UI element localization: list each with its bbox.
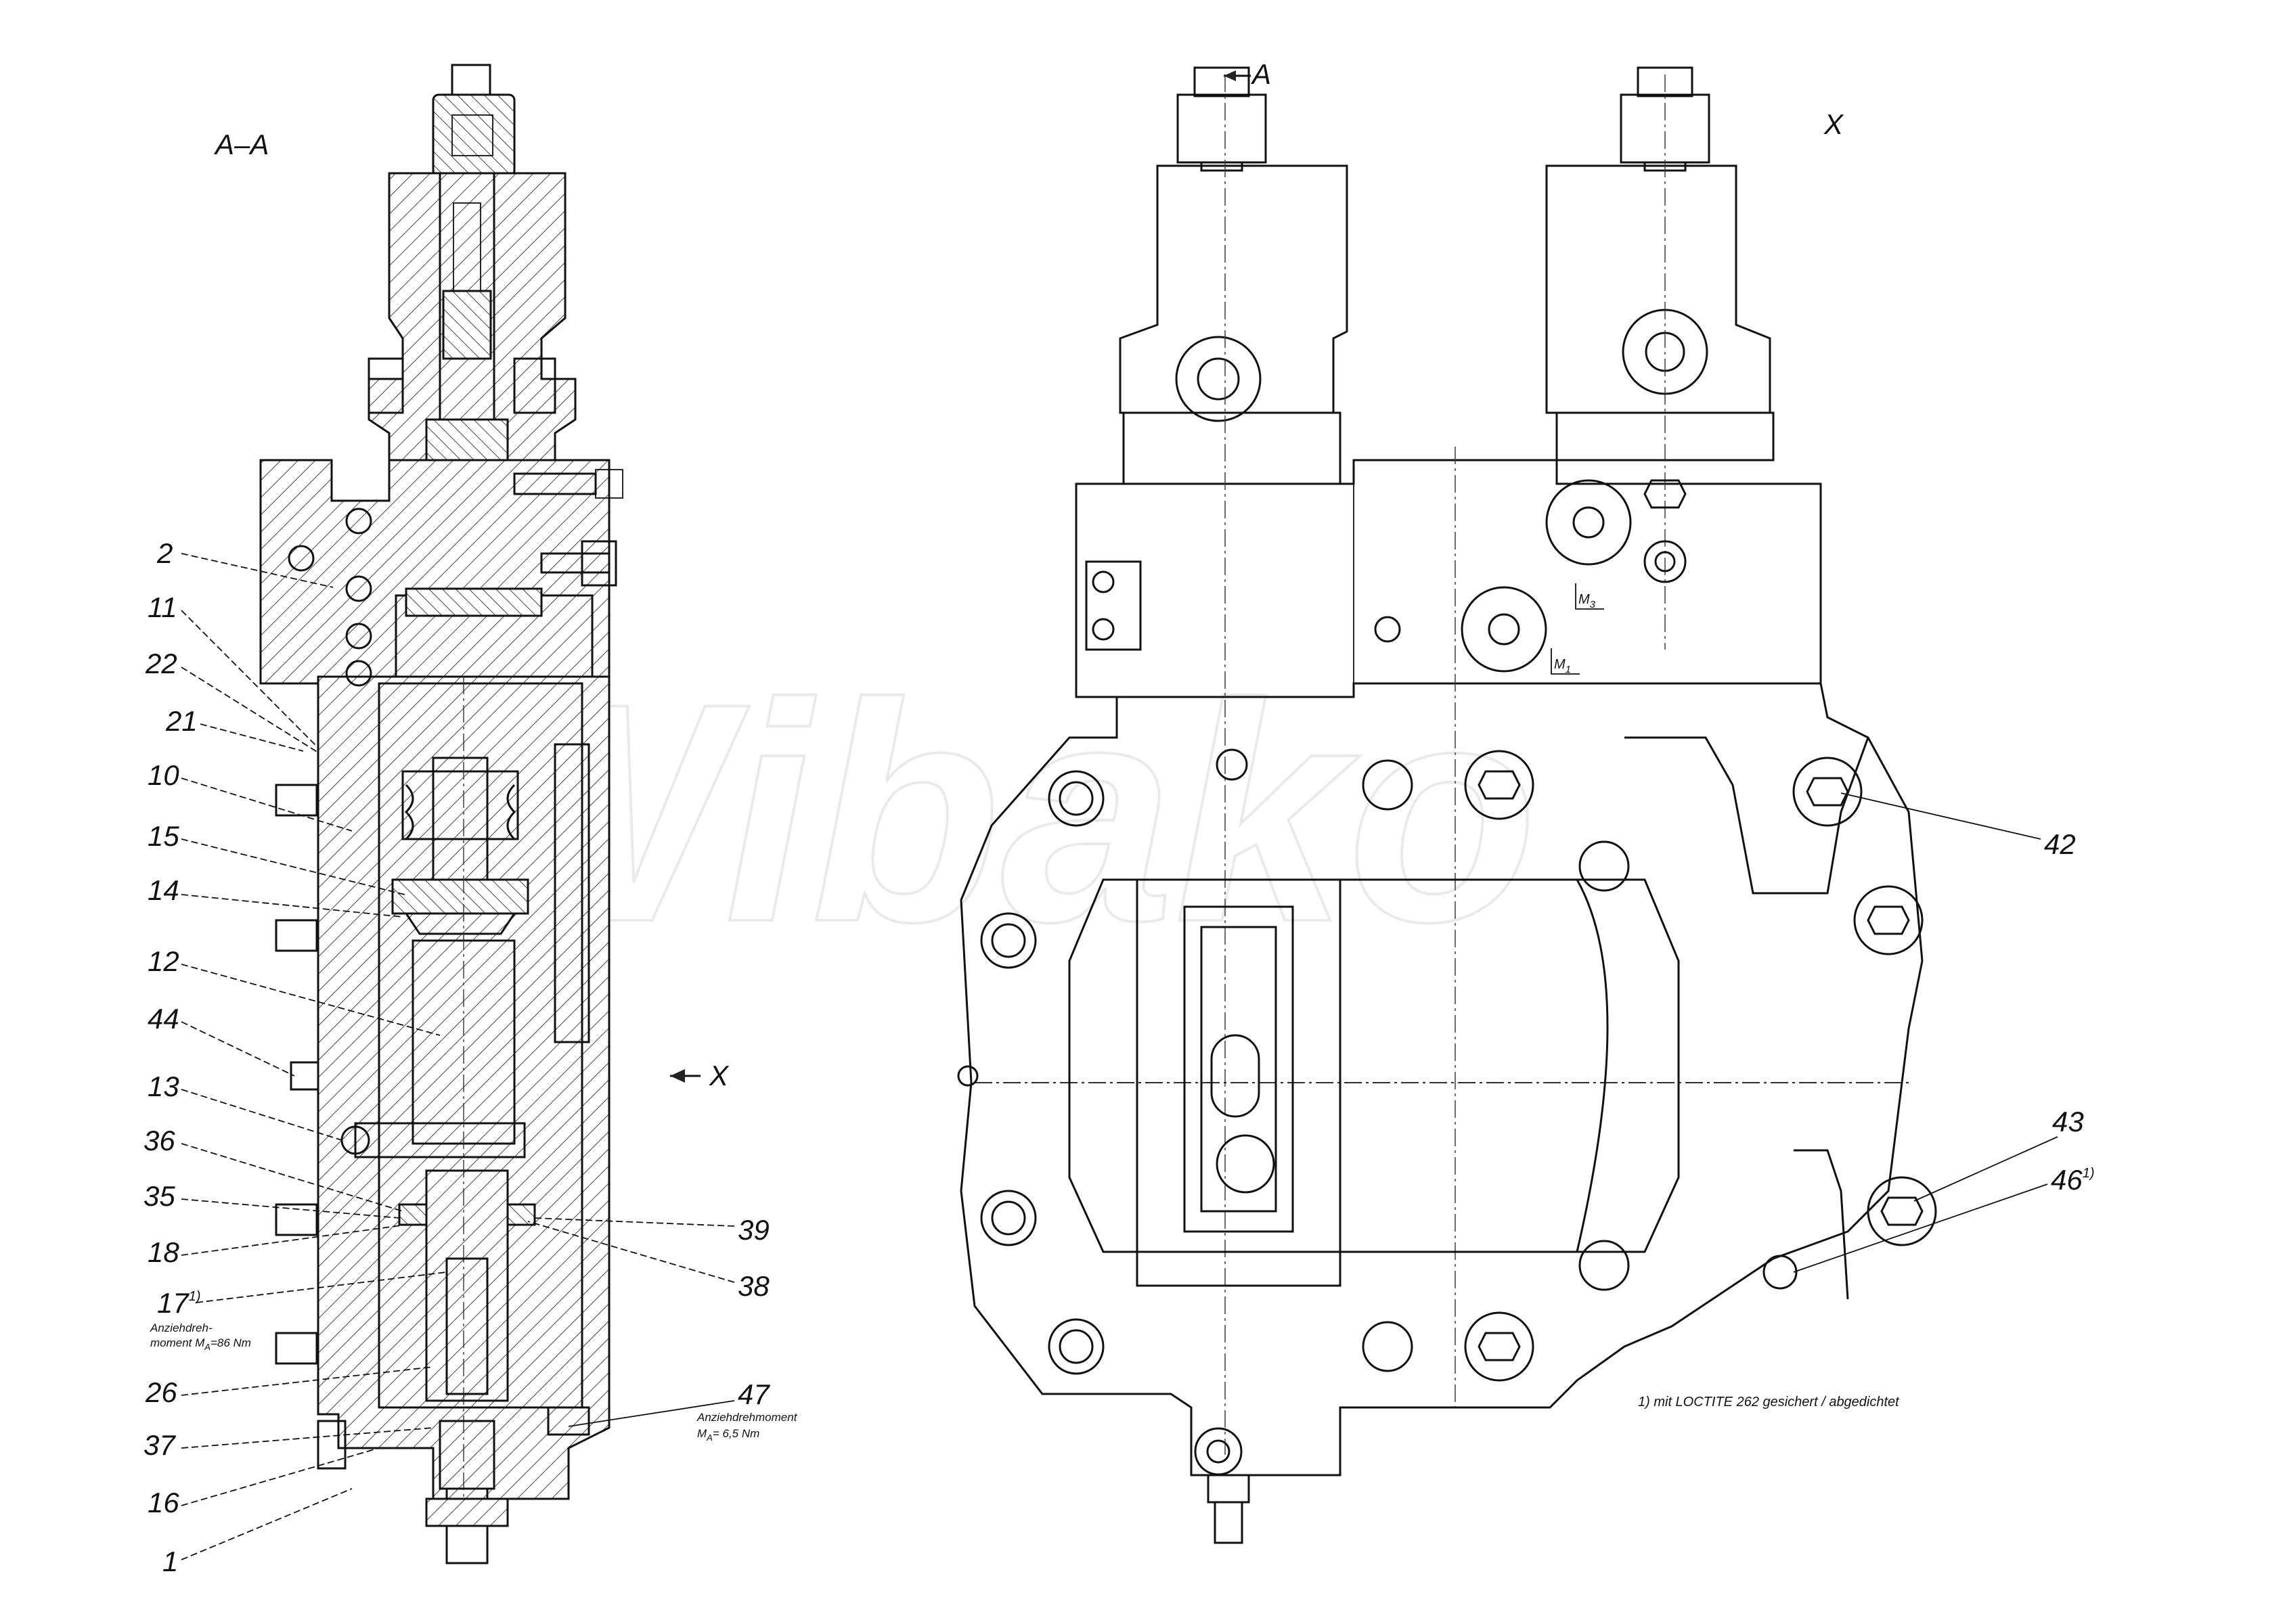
callout-47: 47 [568, 1378, 770, 1427]
svg-text:18: 18 [148, 1236, 179, 1268]
svg-text:10: 10 [148, 759, 179, 791]
bolt-43 [1867, 1176, 1937, 1246]
svg-text:13: 13 [148, 1070, 179, 1102]
view-title: X [1823, 108, 1844, 140]
callout-38: 38 [527, 1221, 770, 1302]
callout-36: 36 [143, 1125, 403, 1212]
callout-43: 43 [1913, 1106, 2084, 1202]
callouts-left: 2 11 22 21 10 15 14 12 44 13 36 35 18 17… [143, 537, 447, 1577]
svg-text:12: 12 [148, 945, 179, 977]
svg-text:37: 37 [143, 1429, 176, 1461]
view-arrow-x: X [670, 1060, 730, 1091]
section-title: A–A [213, 129, 269, 160]
callouts-right: 39 38 47 Anziehdrehmoment MA= 6,5 Nm 42 … [527, 792, 2095, 1443]
callout-42: 42 [1840, 792, 2076, 860]
svg-text:36: 36 [143, 1125, 175, 1156]
section-view-a-a [259, 64, 623, 1564]
svg-text:47: 47 [738, 1378, 770, 1410]
callout-37: 37 [143, 1427, 434, 1461]
svg-text:15: 15 [148, 820, 179, 852]
svg-text:M3: M3 [1578, 592, 1596, 610]
svg-text:38: 38 [738, 1270, 770, 1302]
section-marker-label: A [1250, 58, 1271, 90]
callout-35: 35 [143, 1180, 400, 1219]
svg-text:moment MA=86 Nm: moment MA=86 Nm [150, 1336, 251, 1352]
callout-39: 39 [534, 1214, 770, 1246]
callout-16: 16 [148, 1447, 380, 1518]
svg-text:44: 44 [148, 1003, 179, 1035]
callout-12: 12 [148, 945, 441, 1036]
svg-text:Anziehdrehmoment: Anziehdrehmoment [696, 1411, 798, 1424]
svg-text:22: 22 [145, 648, 177, 679]
callout-1: 1 [162, 1488, 353, 1577]
svg-text:Anziehdreh-: Anziehdreh- [150, 1322, 213, 1334]
svg-text:21: 21 [165, 705, 198, 737]
callout-11: 11 [148, 591, 317, 747]
torque-note-47: Anziehdrehmoment MA= 6,5 Nm [696, 1411, 798, 1443]
callout-21: 21 [165, 705, 304, 752]
svg-text:M1: M1 [1554, 657, 1571, 675]
svg-text:461): 461) [2051, 1164, 2095, 1196]
svg-text:16: 16 [148, 1487, 179, 1518]
port-label-m3: M3 [1575, 583, 1604, 610]
callout-13: 13 [148, 1070, 342, 1141]
footnote: 1) mit LOCTITE 262 gesichert / abgedicht… [1638, 1395, 1900, 1409]
callout-2: 2 [156, 537, 334, 588]
svg-text:35: 35 [143, 1180, 175, 1212]
view-x: M3 M1 [957, 66, 1937, 1544]
svg-text:26: 26 [145, 1376, 177, 1408]
callout-44: 44 [148, 1003, 295, 1077]
svg-text:14: 14 [148, 874, 179, 906]
svg-text:39: 39 [738, 1214, 770, 1246]
svg-text:171): 171) [157, 1287, 201, 1319]
torque-note-17: Anziehdreh- moment MA=86 Nm [150, 1322, 251, 1352]
callout-17: 171) [157, 1271, 447, 1319]
svg-text:43: 43 [2052, 1106, 2084, 1137]
port-label-m1: M1 [1551, 648, 1580, 675]
svg-text:1: 1 [162, 1546, 178, 1577]
svg-text:MA= 6,5 Nm: MA= 6,5 Nm [697, 1427, 759, 1443]
svg-text:11: 11 [148, 591, 177, 623]
callout-14: 14 [148, 874, 403, 918]
callout-18: 18 [148, 1224, 407, 1268]
section-marker-a: A [1224, 58, 1271, 90]
svg-text:2: 2 [156, 537, 173, 569]
callout-26: 26 [145, 1366, 434, 1408]
bolt-42 [1792, 757, 1863, 827]
callout-10: 10 [148, 759, 353, 832]
view-arrow-label: X [709, 1060, 730, 1091]
callout-46: 461) [1793, 1164, 2095, 1273]
svg-text:42: 42 [2044, 828, 2076, 860]
callout-22: 22 [145, 648, 319, 753]
callout-15: 15 [148, 820, 405, 895]
